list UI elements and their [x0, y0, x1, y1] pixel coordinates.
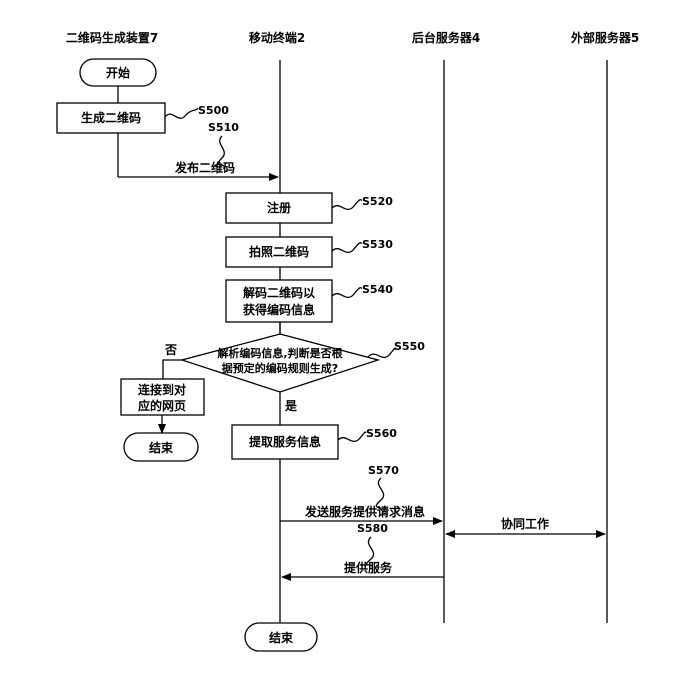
- decision-label-line1: 解析编码信息,判断是否根: [217, 346, 343, 360]
- step-label-s500: S500: [198, 104, 229, 117]
- s550-squiggle: [367, 347, 397, 359]
- step-label-s580: S580: [357, 522, 388, 535]
- step-label-s530: S530: [362, 238, 393, 251]
- decode-qr-box: [225, 279, 333, 323]
- photo-qr-box: [225, 236, 333, 268]
- step-label-s540: S540: [362, 283, 393, 296]
- no-label: 否: [164, 343, 177, 357]
- connect-webpage-line2: 应的网页: [138, 398, 186, 413]
- connect-webpage-line1: 连接到对: [138, 382, 186, 397]
- decode-qr-label-line1: 解码二维码以: [243, 285, 315, 300]
- register-box: [225, 192, 333, 224]
- publish-qr-label: 发布二维码: [174, 160, 235, 175]
- s580-squiggle: [365, 536, 375, 567]
- send-request-label: 发送服务提供请求消息: [304, 504, 425, 519]
- s500-squiggle: [164, 107, 199, 119]
- step-label-s510: S510: [208, 121, 239, 134]
- s560-squiggle: [337, 431, 367, 443]
- step-label-s570: S570: [368, 464, 399, 477]
- yes-label: 是: [284, 399, 298, 413]
- cooperate-label: 协同工作: [501, 516, 549, 531]
- decision-label-line2: 据预定的编码规则生成?: [222, 361, 338, 375]
- end-label-left: 结束: [149, 440, 174, 455]
- end-label-bottom: 结束: [269, 630, 294, 645]
- photo-qr-label: 拍照二维码: [249, 244, 309, 259]
- extract-service-label: 提取服务信息: [249, 434, 321, 449]
- lane-header-backend: 后台服务器4: [412, 30, 480, 45]
- lane-header-external: 外部服务器5: [571, 30, 639, 45]
- connect-webpage-box: [120, 378, 205, 416]
- s530-squiggle: [331, 241, 363, 254]
- lane-header-qr-device: 二维码生成装置7: [66, 30, 158, 45]
- decision-diamond: [179, 333, 381, 393]
- start-terminal: [79, 58, 157, 87]
- step-label-s560: S560: [366, 427, 397, 440]
- s510-squiggle: [217, 135, 225, 167]
- no-branch-line: [162, 359, 182, 379]
- decode-qr-label-line2: 获得编码信息: [242, 302, 315, 317]
- generate-qr-label: 生成二维码: [81, 110, 141, 125]
- end-terminal-left: [123, 432, 199, 462]
- start-label: 开始: [106, 65, 130, 80]
- extract-service-box: [231, 424, 339, 460]
- s520-squiggle: [331, 198, 363, 211]
- step-label-s550: S550: [394, 340, 425, 353]
- generate-qr-box: [56, 102, 166, 134]
- s540-squiggle: [331, 286, 363, 299]
- register-label: 注册: [267, 200, 291, 215]
- step-label-s520: S520: [362, 195, 393, 208]
- s570-squiggle: [375, 477, 385, 511]
- lane-header-mobile: 移动终端2: [249, 30, 305, 45]
- provide-service-label: 提供服务: [344, 560, 393, 575]
- end-terminal-bottom: [244, 622, 318, 652]
